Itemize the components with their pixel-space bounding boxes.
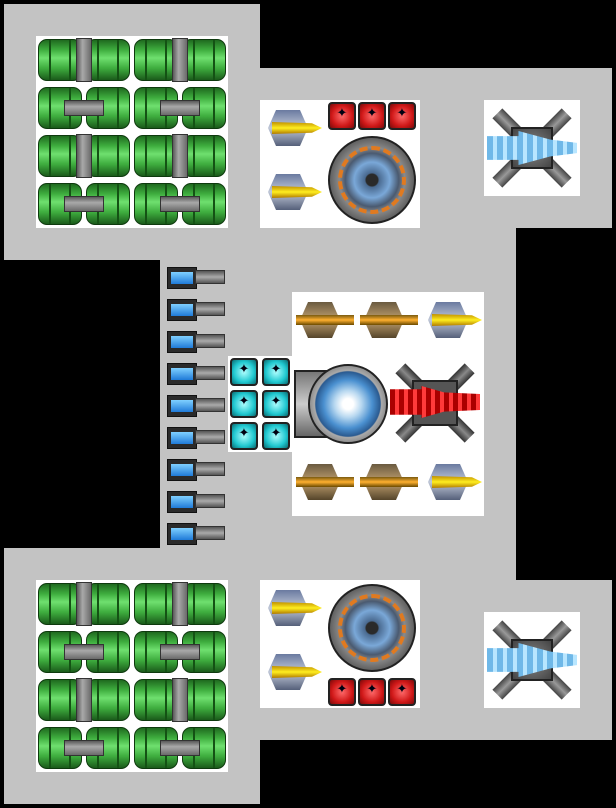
heavy-gun-icon[interactable] (294, 296, 356, 344)
battery-icon[interactable] (165, 294, 227, 324)
red-armor-block-icon[interactable] (358, 678, 386, 706)
fuel-tank-icon[interactable] (132, 628, 228, 676)
battery-icon[interactable] (165, 358, 227, 388)
light-gun-icon[interactable] (422, 296, 484, 344)
light-gun-icon[interactable] (262, 648, 324, 696)
fuel-bay-top (36, 36, 228, 228)
red-armor-block-icon[interactable] (328, 678, 356, 706)
battery-icon[interactable] (165, 390, 227, 420)
fuel-tank-icon[interactable] (36, 628, 132, 676)
battery-icon[interactable] (165, 454, 227, 484)
fuel-tank-icon[interactable] (132, 132, 228, 180)
red-armor-block-icon[interactable] (358, 102, 386, 130)
red-armor-block-icon[interactable] (388, 678, 416, 706)
battery-icon[interactable] (165, 422, 227, 452)
battery-icon[interactable] (165, 326, 227, 356)
battery-icon[interactable] (165, 262, 227, 292)
red-armor-block-icon[interactable] (328, 102, 356, 130)
weapon-pod-top (260, 100, 420, 228)
light-gun-icon[interactable] (262, 584, 324, 632)
fuel-tank-icon[interactable] (36, 724, 132, 772)
cockpit-icon[interactable] (294, 360, 388, 448)
heavy-gun-icon[interactable] (294, 458, 356, 506)
red-armor-block-icon[interactable] (388, 102, 416, 130)
fuel-tank-icon[interactable] (132, 36, 228, 84)
shield-block-bay (228, 356, 292, 452)
fuel-tank-icon[interactable] (36, 84, 132, 132)
battery-icon[interactable] (165, 486, 227, 516)
cyan-shield-block-icon[interactable] (262, 390, 290, 418)
battery-icon[interactable] (165, 518, 227, 548)
cannon-icon[interactable] (388, 356, 482, 450)
fuel-tank-icon[interactable] (36, 676, 132, 724)
thruster-icon[interactable] (485, 101, 579, 195)
fuel-tank-icon[interactable] (36, 36, 132, 84)
fuel-tank-icon[interactable] (132, 84, 228, 132)
light-gun-icon[interactable] (422, 458, 484, 506)
cyan-shield-block-icon[interactable] (262, 358, 290, 386)
fuel-tank-icon[interactable] (36, 180, 132, 228)
fuel-tank-icon[interactable] (132, 180, 228, 228)
cyan-shield-block-icon[interactable] (230, 358, 258, 386)
cyan-shield-block-icon[interactable] (230, 422, 258, 450)
fuel-tank-icon[interactable] (36, 132, 132, 180)
thruster-icon[interactable] (485, 613, 579, 707)
reactor-icon[interactable] (328, 584, 416, 672)
core-bay (292, 292, 484, 516)
cyan-shield-block-icon[interactable] (230, 390, 258, 418)
cyan-shield-block-icon[interactable] (262, 422, 290, 450)
fuel-tank-icon[interactable] (132, 580, 228, 628)
light-gun-icon[interactable] (262, 104, 324, 152)
thruster-bay-top (484, 100, 580, 196)
fuel-tank-icon[interactable] (36, 580, 132, 628)
fuel-tank-icon[interactable] (132, 676, 228, 724)
heavy-gun-icon[interactable] (358, 458, 420, 506)
thruster-bay-bottom (484, 612, 580, 708)
fuel-bay-bottom (36, 580, 228, 772)
weapon-pod-bottom (260, 580, 420, 708)
heavy-gun-icon[interactable] (358, 296, 420, 344)
reactor-icon[interactable] (328, 136, 416, 224)
light-gun-icon[interactable] (262, 168, 324, 216)
fuel-tank-icon[interactable] (132, 724, 228, 772)
